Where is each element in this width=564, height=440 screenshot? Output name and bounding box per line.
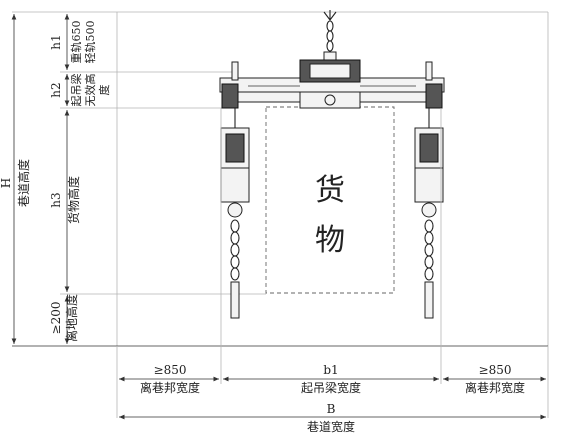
label-b1: b1 — [323, 363, 338, 377]
label-h2-note-3: 度 — [97, 85, 111, 96]
label-B: B — [327, 402, 336, 416]
label-h1: h1 — [49, 34, 63, 49]
label-right-clearance: ≥850 — [479, 363, 512, 377]
roadway-outline — [12, 11, 549, 347]
label-h3: h3 — [49, 192, 63, 207]
right-hoist — [414, 108, 444, 218]
label-left-clearance-note: 离巷邦宽度 — [140, 380, 200, 395]
cargo-label-2: 物 — [315, 223, 345, 258]
dimension-H: H 巷道高度 — [0, 14, 31, 344]
label-b1-note: 起吊梁宽度 — [301, 380, 361, 395]
label-ground-note: 离地高度 — [64, 294, 79, 342]
label-h2-note-1: 起吊梁 — [69, 74, 83, 107]
right-chain-icon — [424, 219, 434, 319]
label-right-clearance-note: 离巷邦宽度 — [465, 380, 525, 395]
label-H: H — [0, 178, 13, 188]
crane-hook-icon — [323, 10, 337, 63]
label-h3-note: 货物高度 — [66, 176, 81, 224]
label-left-clearance: ≥850 — [154, 363, 187, 377]
lifting-beam — [219, 59, 445, 109]
cargo-label-1: 货 — [315, 173, 345, 208]
label-h2: h2 — [49, 82, 63, 97]
label-ground-value: ≥200 — [49, 302, 63, 335]
label-h2-note-2: 无效高 — [83, 74, 97, 107]
left-chain-icon — [230, 219, 240, 319]
label-H-note: 巷道高度 — [16, 159, 31, 207]
label-h1-heavy: 重轨650 — [69, 21, 83, 64]
label-B-note: 巷道宽度 — [307, 419, 355, 434]
label-h1-light: 轻轨500 — [83, 21, 97, 64]
left-hoist — [220, 108, 250, 218]
width-guides — [116, 108, 549, 418]
